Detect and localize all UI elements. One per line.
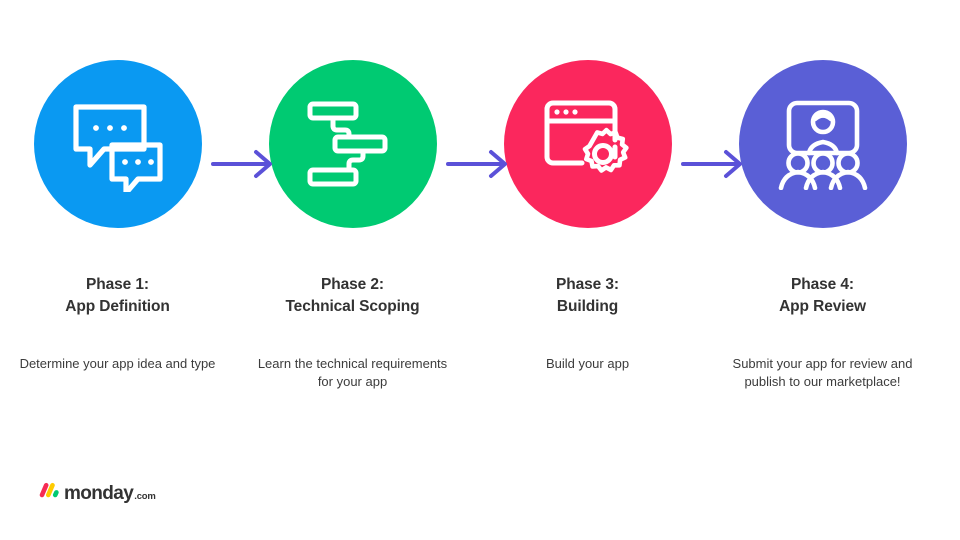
monday-logo-tld: .com xyxy=(134,491,156,502)
phase-2-description: Learn the technical requirements for you… xyxy=(257,356,448,389)
arrow-right-icon xyxy=(211,150,272,178)
phase-3-circle xyxy=(503,60,672,228)
phase-3-title-line1: Phase 3: xyxy=(556,276,619,293)
phase-4-circle xyxy=(738,60,907,228)
phase-1-title: Phase 1: App Definition xyxy=(65,274,170,318)
phase-flow: Phase 1: App Definition Determine your a… xyxy=(0,60,960,391)
connector-arrow-2 xyxy=(446,148,512,180)
connector-arrow-1 xyxy=(211,148,277,180)
phase-3-title: Phase 3: Building xyxy=(556,274,619,318)
phase-4-title: Phase 4: App Review xyxy=(779,274,866,318)
phase-4: Phase 4: App Review Submit your app for … xyxy=(705,60,940,391)
monday-wordmark: monday xyxy=(64,483,134,504)
phase-2-title-line2: Technical Scoping xyxy=(285,298,420,315)
phase-4-description: Submit your app for review and publish t… xyxy=(732,356,913,389)
phase-2-circle xyxy=(268,60,437,228)
phase-2: Phase 2: Technical Scoping Learn the tec… xyxy=(235,60,470,391)
arrow-right-icon xyxy=(446,150,507,178)
phase-4-title-line2: App Review xyxy=(779,298,866,315)
gantt-workflow-icon xyxy=(307,101,387,187)
phase-4-title-line1: Phase 4: xyxy=(791,276,854,293)
arrow-right-icon xyxy=(681,150,742,178)
monday-logo-mark-icon xyxy=(38,482,60,503)
phase-1-description: Determine your app idea and type xyxy=(19,356,216,371)
phase-1-title-line2: App Definition xyxy=(65,298,170,315)
monday-logo: monday .com xyxy=(38,481,156,503)
phase-3-description: Build your app xyxy=(545,356,630,371)
phase-3: Phase 3: Building Build your app xyxy=(470,60,705,373)
phase-2-title: Phase 2: Technical Scoping xyxy=(285,274,419,318)
connector-arrow-3 xyxy=(681,148,747,180)
phase-1-title-line1: Phase 1: xyxy=(86,276,149,293)
phase-1-circle xyxy=(33,60,202,228)
chat-bubbles-icon xyxy=(72,103,163,192)
phase-1: Phase 1: App Definition Determine your a… xyxy=(0,60,235,373)
presentation-audience-icon xyxy=(778,100,867,190)
browser-gear-icon xyxy=(544,100,629,173)
monday-logo-mark-icon xyxy=(39,482,59,498)
phase-3-title-line2: Building xyxy=(556,298,619,315)
phase-2-title-line1: Phase 2: xyxy=(321,276,384,293)
